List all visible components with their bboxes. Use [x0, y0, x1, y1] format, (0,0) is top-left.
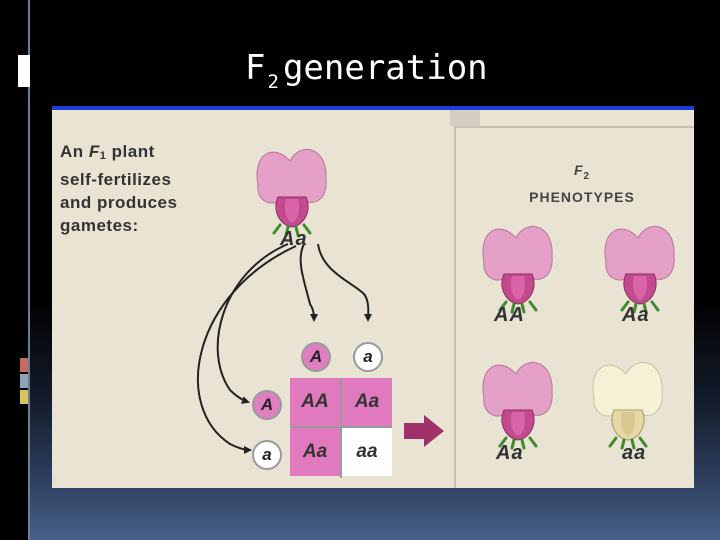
- phenotype-flower-aa-hetero2-icon: [481, 360, 554, 450]
- accent-bar-gray: [20, 374, 28, 388]
- gamete-arrow-side-A: [216, 243, 289, 404]
- figure-graphics: [197, 147, 676, 454]
- intro-f: F: [88, 142, 100, 161]
- phenotypes-f-sub: 2: [583, 170, 591, 182]
- phenotype-label-aa: aa: [622, 442, 647, 464]
- left-sidebar-bar: [0, 0, 30, 540]
- phenotype-flower-aa-hetero-icon: [603, 224, 676, 314]
- figure-intro-text: An F1 plant self-fertilizes and produces…: [60, 140, 177, 237]
- gamete-arrow-side-a: [197, 245, 297, 454]
- parent-genotype-label: Aa: [280, 228, 308, 250]
- phenotype-label-AA: AA: [494, 304, 525, 326]
- intro-line-4: gametes:: [60, 216, 139, 235]
- gamete-top-a: a: [353, 342, 383, 372]
- punnett-cell-Aa-top: Aa: [342, 378, 392, 426]
- genetics-figure: An F1 plant self-fertilizes and produces…: [52, 110, 694, 488]
- title-letter: F: [245, 48, 266, 88]
- accent-bar-gold: [20, 390, 28, 404]
- title-word: generation: [282, 48, 488, 88]
- phenotypes-title: F2 PHENOTYPES: [512, 160, 652, 207]
- title-subscript: 2: [267, 71, 279, 93]
- phenotypes-f: F: [573, 162, 584, 178]
- title-marker-square: [18, 55, 30, 87]
- intro-line-2: self-fertilizes: [60, 170, 172, 189]
- parent-flower-icon: [255, 147, 328, 237]
- phenotypes-title-word: PHENOTYPES: [529, 188, 635, 205]
- phenotype-label-Aa-2: Aa: [496, 442, 524, 464]
- accent-bar-red: [20, 358, 28, 372]
- gamete-side-a: a: [252, 440, 282, 470]
- gamete-arrow-top-A: [299, 243, 318, 322]
- phenotype-label-Aa-1: Aa: [622, 304, 650, 326]
- intro-text-plant: plant: [106, 142, 155, 161]
- right-arrow-icon: [404, 415, 444, 447]
- punnett-grid-horizontal: [290, 426, 392, 428]
- phenotypes-title-generation: F2: [512, 160, 652, 187]
- panel-notch: [450, 110, 480, 126]
- punnett-cell-Aa-bottom: Aa: [290, 428, 340, 476]
- title-rule: [52, 106, 694, 110]
- sidebar-divider: [28, 0, 30, 540]
- punnett-cell-aa: aa: [342, 428, 392, 476]
- intro-line-1: An F1 plant: [60, 140, 177, 168]
- phenotype-flower-aa-dominant-icon: [481, 224, 554, 314]
- gamete-arrow-top-a: [317, 243, 373, 322]
- intro-text-an: An: [60, 142, 89, 161]
- punnett-cell-AA: AA: [290, 378, 340, 426]
- gamete-side-A: A: [252, 390, 282, 420]
- intro-f-sub: 1: [99, 150, 107, 162]
- intro-line-3: and produces: [60, 193, 178, 212]
- punnett-grid-vertical: [340, 378, 342, 478]
- white-flower-icon: [591, 360, 664, 450]
- gamete-top-A: A: [301, 342, 331, 372]
